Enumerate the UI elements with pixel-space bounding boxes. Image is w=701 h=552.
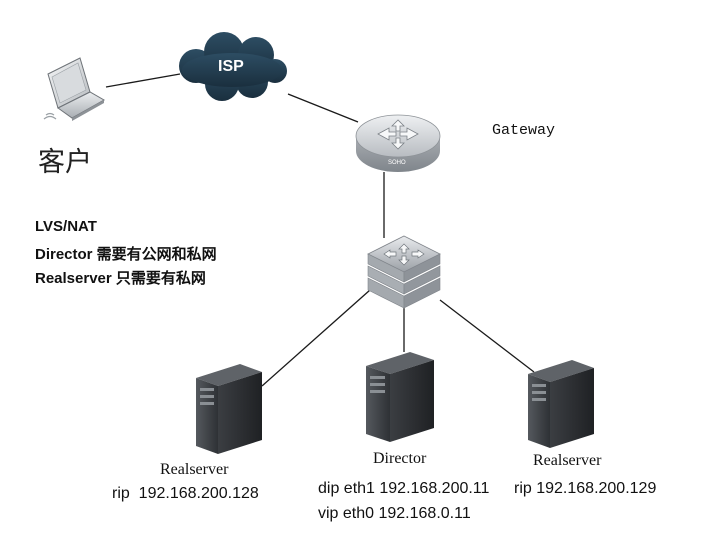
isp-label: ISP [218,58,244,75]
left-server-ip: rip 192.168.200.128 [112,485,259,502]
director-vip: vip eth0 192.168.0.11 [318,505,471,522]
gateway-label: Gateway [492,122,556,139]
notes-line-2: Director 需要有公网和私网 [35,246,217,263]
director-server-icon [366,352,434,442]
right-server-icon [528,360,594,448]
link-switch-right-server [439,299,535,373]
switch-icon [367,235,441,309]
router-badge: SOHO [388,160,406,166]
right-server-name: Realserver [533,452,602,469]
isp-cloud-icon [179,32,287,101]
left-server-name: Realserver [160,461,229,478]
gateway-router-icon [355,114,441,172]
right-server-ip: rip 192.168.200.129 [514,480,657,497]
client-label: 客户 [38,147,92,177]
link-isp-gateway [287,93,359,123]
link-client-isp [105,73,181,88]
notes-line-1: LVS/NAT [35,218,97,235]
notes-line-3: Realserver 只需要有私网 [35,270,206,287]
connection-lines [105,73,535,387]
director-name: Director [373,450,427,467]
laptop-icon [43,57,106,121]
left-server-icon [196,364,262,454]
link-switch-left-server [261,289,371,387]
director-dip: dip eth1 192.168.200.11 [318,480,490,497]
